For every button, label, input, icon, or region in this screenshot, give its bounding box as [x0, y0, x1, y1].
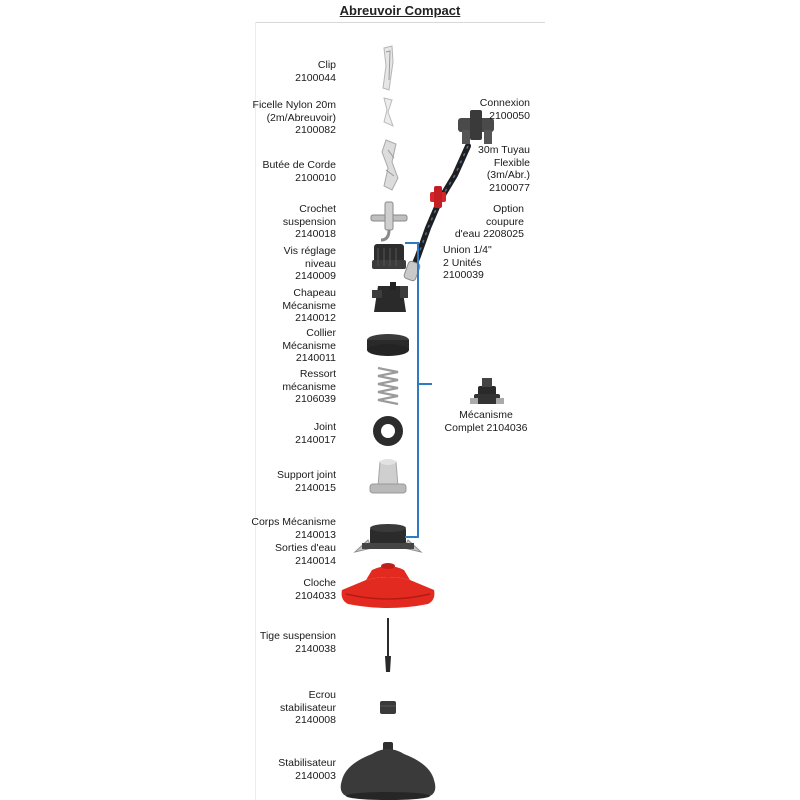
label-water-outlets: Sorties d'eau 2140014	[275, 542, 336, 567]
stabilizer-part	[340, 742, 436, 800]
part-code: 2100050	[489, 109, 530, 122]
mechanism-body-part	[370, 524, 406, 544]
label-cloche: Cloche 2104033	[295, 577, 336, 602]
part-code: 2140013	[295, 528, 336, 541]
part-code: 2100044	[295, 71, 336, 84]
part-name: Flexible	[493, 156, 530, 169]
label-connection: Connexion 2100050	[480, 97, 530, 122]
part-name: Ficelle Nylon 20m	[252, 99, 336, 111]
part-name: niveau	[305, 257, 336, 270]
label-seal-support: Support joint 2140015	[277, 469, 336, 494]
nylon-cord-part	[383, 97, 394, 127]
part-name: suspension	[282, 215, 336, 228]
part-name: Connexion	[479, 97, 530, 109]
water-cutoff-valve-part	[430, 186, 446, 208]
label-clip: Clip 2100044	[295, 59, 336, 84]
part-code: 2100010	[295, 171, 336, 184]
part-name: (2m/Abreuvoir)	[266, 111, 336, 124]
part-code: 2100082	[295, 124, 336, 136]
part-name: Mécanisme	[282, 339, 336, 352]
label-water-cutoff: Option coupure d'eau 2208025	[455, 203, 524, 241]
mechanism-collar-part	[367, 334, 409, 356]
label-level-screw: Vis réglage niveau 2140009	[284, 245, 336, 283]
label-suspension-rod: Tige suspension 2140038	[260, 630, 336, 655]
part-name: Vis réglage	[283, 245, 336, 257]
part-name: Mécanisme	[282, 299, 336, 312]
complete-mechanism-part	[470, 378, 504, 404]
part-name: Union 1/4"	[443, 244, 492, 256]
part-code: 2140038	[295, 642, 336, 655]
water-outlets-part	[353, 539, 423, 553]
part-name: Option	[493, 203, 524, 215]
label-complete-mechanism: Mécanisme Complet 2104036	[443, 409, 529, 434]
label-hook: Crochet suspension 2140018	[283, 203, 336, 241]
clip-part	[382, 45, 394, 91]
part-name: Tige suspension	[259, 630, 336, 642]
label-seal: Joint 2140017	[295, 421, 336, 446]
part-code: 2100077	[489, 181, 530, 194]
part-name: Collier	[306, 327, 336, 339]
label-spring: Ressort mécanisme 2106039	[282, 368, 336, 406]
part-code: 2140014	[295, 554, 336, 567]
part-code: 2100039	[443, 269, 484, 281]
suspension-rod-part	[385, 618, 391, 672]
spring-part	[377, 366, 399, 406]
part-code: 2104033	[295, 589, 336, 602]
label-mechanism-body: Corps Mécanisme 2140013	[251, 516, 336, 541]
part-name: Ecrou	[308, 689, 336, 701]
part-name: stabilisateur	[279, 701, 336, 714]
part-name: Stabilisateur	[278, 757, 336, 769]
part-name: Clip	[317, 59, 336, 71]
part-code: 2106039	[295, 393, 336, 405]
label-stabilizer-nut: Ecrou stabilisateur 2140008	[280, 689, 336, 727]
cloche-part	[341, 563, 435, 608]
part-name: Support joint	[277, 469, 336, 481]
part-code: 2140011	[295, 352, 336, 364]
stabilizer-nut-part	[380, 701, 396, 714]
rope-stop-part	[381, 139, 399, 191]
part-name: Mécanisme	[459, 409, 513, 421]
part-name: Butée de Corde	[262, 159, 336, 171]
part-name: Chapeau	[293, 287, 336, 299]
part-code: 2140015	[295, 481, 336, 494]
part-code: 2140003	[295, 769, 336, 782]
label-nylon-cord: Ficelle Nylon 20m (2m/Abreuvoir) 2100082	[253, 99, 336, 137]
part-code: 2140018	[295, 228, 336, 240]
hook-part	[370, 201, 408, 242]
part-code: Complet 2104036	[444, 421, 528, 434]
mechanism-bracket	[405, 242, 432, 538]
part-name: Ressort	[299, 368, 336, 380]
label-mechanism-cap: Chapeau Mécanisme 2140012	[282, 287, 336, 325]
label-stabilizer: Stabilisateur 2140003	[278, 757, 336, 782]
label-mechanism-collar: Collier Mécanisme 2140011	[282, 327, 336, 365]
part-name: Crochet	[299, 203, 336, 215]
part-code: 2140012	[295, 312, 336, 324]
part-name: mécanisme	[282, 380, 336, 393]
part-name: Corps Mécanisme	[251, 516, 336, 528]
mechanism-cap-part	[372, 282, 408, 312]
seal-support-part	[369, 459, 407, 494]
part-name: 30m Tuyau	[478, 144, 530, 156]
part-name: d'eau 2208025	[454, 228, 524, 240]
level-screw-part	[372, 244, 406, 269]
label-union: Union 1/4" 2 Unités 2100039	[443, 244, 492, 282]
seal-part	[373, 416, 403, 446]
title-frame	[255, 0, 545, 23]
part-code: 2140008	[295, 714, 336, 726]
part-name: Cloche	[303, 577, 336, 589]
diagram-title: Abreuvoir Compact	[339, 3, 461, 18]
connection-part	[458, 110, 494, 144]
part-code: 2140009	[295, 270, 336, 282]
part-name: coupure	[486, 215, 524, 228]
part-name: Joint	[313, 421, 336, 433]
part-name: (3m/Abr.)	[486, 169, 530, 181]
part-name: Sorties d'eau	[275, 542, 336, 554]
label-hose: 30m Tuyau Flexible (3m/Abr.) 2100077	[478, 144, 530, 194]
part-code: 2140017	[295, 433, 336, 446]
part-name: 2 Unités	[443, 256, 482, 269]
left-border	[255, 22, 256, 800]
label-rope-stop: Butée de Corde 2100010	[262, 159, 336, 184]
